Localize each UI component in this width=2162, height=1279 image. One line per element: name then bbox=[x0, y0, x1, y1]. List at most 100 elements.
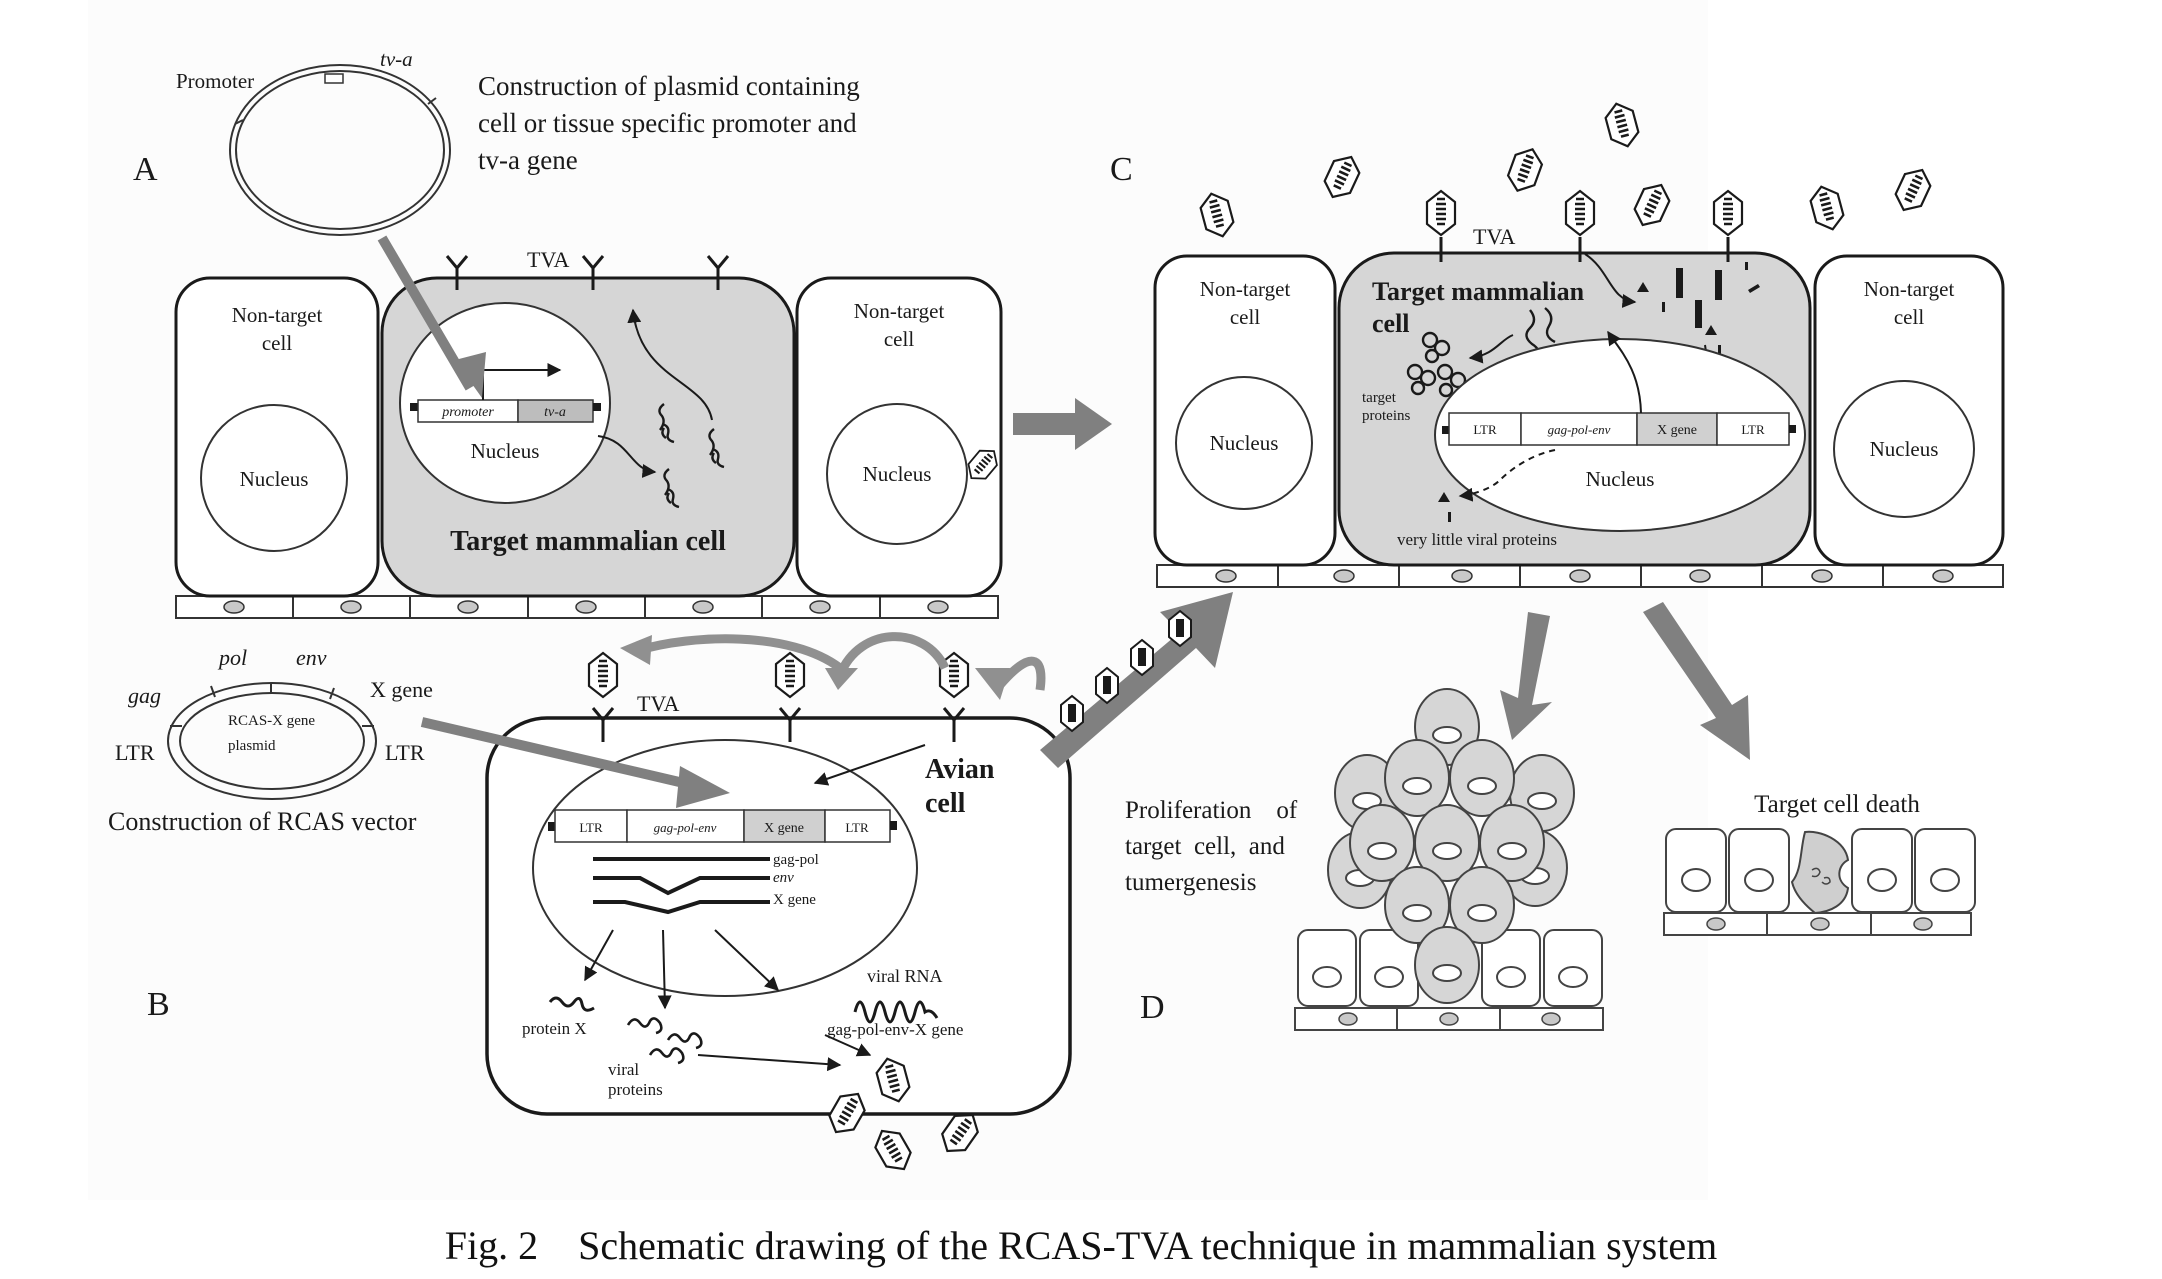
target-cell-label-c-2: cell bbox=[1372, 309, 1410, 338]
target-cell-label-c-1: Target mammalian bbox=[1372, 277, 1585, 306]
gene-box-c bbox=[1442, 412, 1796, 446]
plasmid-description-line-1: Construction of plasmid containing bbox=[478, 71, 860, 101]
panel-d: D Proliferation of target cell, and tume… bbox=[1125, 688, 1976, 1031]
tumor-cell-nucleus bbox=[1527, 792, 1557, 810]
gene-box-b bbox=[548, 809, 897, 843]
tva-plasmid bbox=[229, 64, 451, 236]
target-proteins-c bbox=[1406, 331, 1467, 398]
gene-ltr-left-c: LTR bbox=[1473, 422, 1497, 437]
avian-pointer-arrow bbox=[813, 744, 926, 786]
rcas-ltr-left-label: LTR bbox=[115, 740, 155, 765]
epithelium-with-dying-cell bbox=[1665, 828, 1976, 915]
non-target-label-c-left-2: cell bbox=[1230, 305, 1260, 329]
basement-membrane-a bbox=[175, 595, 999, 619]
tumor-cell-nucleus bbox=[1367, 842, 1397, 860]
plasmid-description-line-3: tv-a gene bbox=[478, 145, 578, 175]
proliferation-line-3: tumergenesis bbox=[1125, 869, 1256, 896]
nucleus-label-a-left: Nucleus bbox=[240, 467, 309, 491]
nucleus-label-a-target: Nucleus bbox=[471, 439, 540, 463]
gene-gagpolenv-b: gag-pol-env bbox=[654, 820, 717, 835]
gene-xgene-b: X gene bbox=[764, 821, 804, 836]
transcript-gagpol: gag-pol bbox=[773, 852, 819, 868]
uncoating-c bbox=[1637, 262, 1760, 355]
non-target-label-c-left-1: Non-target bbox=[1200, 277, 1291, 301]
reinfection-arrows-b bbox=[638, 632, 1046, 691]
tumor-cell-nucleus bbox=[1432, 726, 1462, 744]
basement-membrane-d-tumor bbox=[1294, 1007, 1604, 1031]
rcas-center-2: plasmid bbox=[228, 738, 276, 754]
rcas-ltr-right-label: LTR bbox=[385, 740, 425, 765]
nucleus-b bbox=[532, 739, 918, 997]
plasmid-promoter-label: Promoter bbox=[176, 69, 254, 93]
proliferation-line-1: Proliferation of bbox=[1125, 797, 1298, 824]
gene-ltr-right-c: LTR bbox=[1741, 422, 1765, 437]
panel-c: C Non-target cell Nucleus bbox=[1110, 98, 2005, 588]
avian-cell-label-2: cell bbox=[925, 788, 966, 819]
plasmid-tva-label: tv-a bbox=[380, 47, 413, 71]
viral-proteins-label-1: viral bbox=[608, 1060, 639, 1079]
x-protein-arrow-c bbox=[1468, 334, 1514, 364]
rcas-env-label: env bbox=[296, 645, 327, 670]
tumor-cell-nucleus bbox=[1497, 842, 1527, 860]
very-little-viral-proteins-label: very little viral proteins bbox=[1397, 530, 1557, 549]
gene-ltr-left-b: LTR bbox=[579, 820, 603, 835]
tumor-cell-nucleus bbox=[1467, 777, 1497, 795]
target-proteins-label-2: proteins bbox=[1362, 408, 1410, 424]
panel-d-label: D bbox=[1140, 989, 1165, 1026]
tumor-cell-nucleus bbox=[1402, 904, 1432, 922]
normal-epithelium-d bbox=[1297, 929, 1603, 1007]
nucleus-label-c-right: Nucleus bbox=[1870, 437, 1939, 461]
nucleus-label-a-right: Nucleus bbox=[863, 462, 932, 486]
rcas-center-1: RCAS-X gene bbox=[228, 713, 315, 729]
transfection-arrow-a-head bbox=[455, 352, 486, 398]
tumor-cell-nucleus bbox=[1402, 777, 1432, 795]
panel-c-label: C bbox=[1110, 151, 1133, 188]
rcas-transfection-arrow-head bbox=[676, 766, 730, 808]
tva-label-c: TVA bbox=[1473, 224, 1515, 249]
avian-cell-label-1: Avian bbox=[925, 754, 995, 785]
non-target-label-a-right-1: Non-target bbox=[854, 299, 945, 323]
tumor-cluster bbox=[1327, 688, 1575, 1004]
reinfection-arrowheads-b bbox=[620, 635, 1010, 700]
transcripts-b bbox=[593, 857, 770, 915]
panel-b: B pol env gag X gene LTR LTR RCAS-X gene… bbox=[108, 632, 1072, 1178]
nucleus-a-right bbox=[826, 403, 968, 545]
rcas-xgene-label: X gene bbox=[370, 677, 433, 702]
basement-membrane-c bbox=[1156, 564, 2004, 588]
rcas-transfection-arrow bbox=[420, 717, 707, 793]
protein-x-label: protein X bbox=[522, 1019, 587, 1038]
little-viral-protein-c bbox=[1438, 492, 1451, 522]
viral-rna-squiggle bbox=[853, 1000, 939, 1024]
transcript-xgene: X gene bbox=[773, 892, 816, 908]
proliferation-line-2: target cell, and bbox=[1125, 833, 1285, 860]
arrow-b-to-c bbox=[961, 442, 1233, 768]
non-target-label-a-left-2: cell bbox=[262, 331, 292, 355]
viral-proteins-b bbox=[626, 1017, 703, 1065]
transcript-env: env bbox=[773, 870, 794, 886]
gene-promoter-label-a: promoter bbox=[441, 405, 494, 420]
gene-ltr-right-b: LTR bbox=[845, 820, 869, 835]
tva-label-b: TVA bbox=[637, 691, 679, 716]
basement-membrane-d-death bbox=[1663, 912, 1972, 936]
protein-x-squiggle bbox=[548, 996, 595, 1012]
panel-b-label: B bbox=[147, 986, 170, 1023]
rcas-plasmid bbox=[167, 682, 377, 800]
non-target-label-a-right-2: cell bbox=[884, 327, 914, 351]
tva-receptors-c bbox=[1439, 237, 1730, 262]
nucleus-a-left bbox=[200, 404, 348, 552]
gene-tva-label-a: tv-a bbox=[544, 405, 566, 420]
panel-a: A Promoter tv-a Construction of plasmid … bbox=[133, 47, 1003, 619]
nucleus-c-right bbox=[1833, 380, 1975, 518]
nucleus-c-left bbox=[1175, 376, 1313, 510]
non-target-label-c-right-1: Non-target bbox=[1864, 277, 1955, 301]
target-cell-label-a: Target mammalian cell bbox=[450, 526, 726, 557]
rcas-description: Construction of RCAS vector bbox=[108, 807, 417, 836]
target-proteins-label-1: target bbox=[1362, 390, 1397, 406]
figure-caption: Fig. 2 Schematic drawing of the RCAS-TVA… bbox=[444, 1223, 1718, 1268]
arrows-c-to-d bbox=[1500, 602, 1750, 760]
nucleus-label-c-target: Nucleus bbox=[1586, 467, 1655, 491]
tumor-cell-nucleus bbox=[1432, 964, 1462, 982]
tumor-cell-nucleus bbox=[1467, 904, 1497, 922]
gene-gagpolenv-c: gag-pol-env bbox=[1548, 422, 1611, 437]
